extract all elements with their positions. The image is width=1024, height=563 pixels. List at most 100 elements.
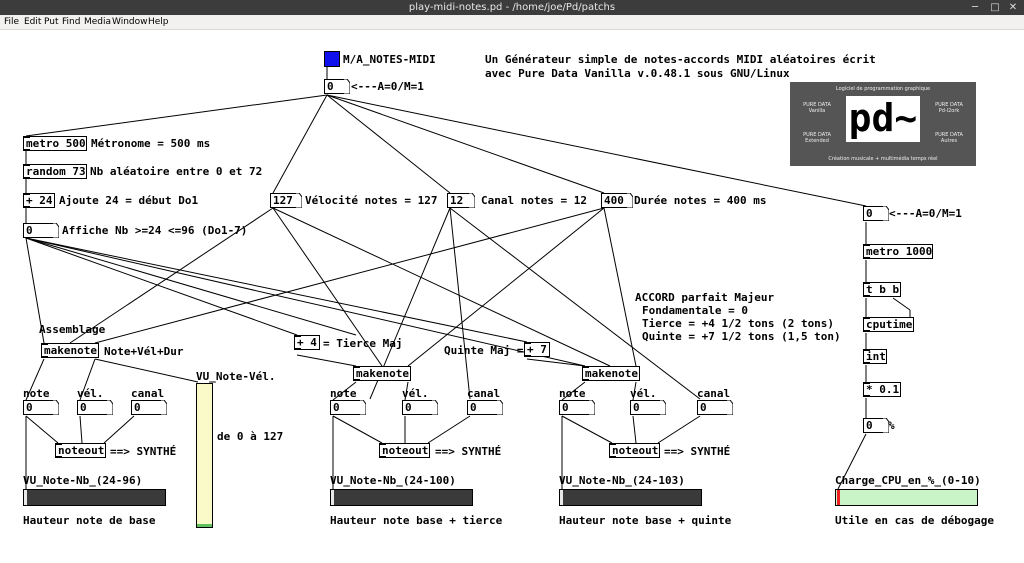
description-line-2: avec Pure Data Vanilla v.0.48.1 sous GNU… [485,67,790,80]
number-notch-icon [883,206,889,221]
cpu-toggle-number[interactable]: 0 [863,206,889,221]
noteout-3-object[interactable]: noteout [609,443,660,458]
vu-1-label: VU_Note-Nb_(24-96) [23,474,143,487]
canal-2-value: 0 [470,401,477,414]
menu-put[interactable]: Put [44,17,59,27]
note-1-value: 0 [26,401,33,414]
int-object[interactable]: int [863,349,887,364]
logo-left2: PURE DATA [803,132,831,138]
note-number-2[interactable]: 0 [330,400,366,415]
window-title: play-midi-notes.pd - /home/joe/Pd/patchs [408,2,616,13]
label-vel-3: vél. [630,387,657,400]
menu-help[interactable]: Help [148,17,169,27]
cputime-object[interactable]: cputime [863,317,914,332]
note-3-value: 0 [562,401,569,414]
caption-3: Hauteur note base + quinte [559,514,732,527]
logo-left1b: Vanilla [808,108,826,114]
channel-value: 12 [450,194,464,207]
maximize-icon[interactable]: □ [990,2,1000,13]
assemblage-comment: Assemblage [39,323,106,336]
channel-number-box[interactable]: 12 [447,193,475,208]
canal-number-1[interactable]: 0 [131,400,167,415]
quinte-comment: Quinte Maj = [444,344,524,357]
number-notch-icon [660,400,666,415]
noteout-1-object[interactable]: noteout [55,443,106,458]
times-01-object[interactable]: * 0.1 [863,382,901,397]
cpu-load-level [837,490,840,505]
pure-data-logo: Logiciel de programmation graphique PURE… [790,82,976,166]
number-notch-icon [469,193,475,208]
label-canal-1: canal [131,387,165,400]
metro-1000-object[interactable]: metro 1000 [863,244,933,259]
makenote-3-object[interactable]: makenote [582,366,640,381]
plus-24-comment: Ajoute 24 = début Do1 [59,194,199,207]
note-2-value: 0 [333,401,340,414]
makenote-2-object[interactable]: makenote [353,366,411,381]
description-line-1: Un Générateur simple de notes-accords MI… [485,53,876,66]
makenote-1-object[interactable]: makenote [41,343,99,358]
caption-1: Hauteur note de base [23,514,156,527]
noteout-2-object[interactable]: noteout [379,443,430,458]
plus-7-object[interactable]: + 7 [524,342,550,357]
cpu-load-bar[interactable] [835,489,978,506]
vel-2-value: 0 [405,401,412,414]
display-nb-comment: Affiche Nb >=24 <=96 (Do1-7) [62,224,248,237]
duration-number-box[interactable]: 400 [601,193,633,208]
velocity-number-box[interactable]: 127 [270,193,302,208]
toggle-notes-midi[interactable] [324,51,340,67]
canal-number-2[interactable]: 0 [467,400,503,415]
close-icon[interactable]: ✕ [1008,2,1018,13]
vu-velocity-level [197,524,212,527]
chord-title: ACCORD parfait Majeur [635,291,775,304]
vel-number-1[interactable]: 0 [77,400,113,415]
velocity-comment: Vélocité notes = 127 [305,194,438,207]
number-notch-icon [432,400,438,415]
logo-pd-mark: pd~ [846,96,920,142]
note-number-3[interactable]: 0 [559,400,595,415]
menu-media[interactable]: Media [84,17,112,27]
menu-find[interactable]: Find [62,17,81,27]
vel-1-value: 0 [80,401,87,414]
note-number-1[interactable]: 0 [23,400,59,415]
display-nb-box[interactable]: 0 [23,223,59,238]
plus-4-comment: = Tierce Maj [323,337,403,350]
patch-canvas[interactable]: M/A_NOTES-MIDI 0 <---A=0/M=1 Un Générate… [0,30,1024,563]
duration-value: 400 [604,194,624,207]
vel-number-3[interactable]: 0 [630,400,666,415]
minimize-icon[interactable]: ─ [971,2,979,13]
vu-velocity-range: de 0 à 127 [217,430,284,443]
trigger-bb-object[interactable]: t b b [863,282,901,297]
canal-number-3[interactable]: 0 [697,400,733,415]
toggle-label: M/A_NOTES-MIDI [343,53,436,66]
synth-comment-3: ==> SYNTHÉ [664,445,731,458]
canal-1-value: 0 [134,401,141,414]
chord-line-1: Fondamentale = 0 [642,304,748,317]
vu-note-3-bar[interactable] [559,489,702,506]
random-73-object[interactable]: random 73 [23,164,87,179]
vel-number-2[interactable]: 0 [402,400,438,415]
menu-file[interactable]: File [4,17,20,27]
channel-comment: Canal notes = 12 [481,194,587,207]
cpu-output-number[interactable]: 0 [863,418,889,433]
label-vel-2: vél. [402,387,429,400]
menu-edit[interactable]: Edit [24,17,42,27]
label-note-1: note [23,387,50,400]
canal-3-value: 0 [700,401,707,414]
metro-500-object[interactable]: metro 500 [23,136,87,151]
plus-24-object[interactable]: + 24 [23,193,55,208]
menu-window[interactable]: Window [112,17,148,27]
title-bar: play-midi-notes.pd - /home/joe/Pd/patchs… [0,0,1024,15]
vu-note-2-bar[interactable] [330,489,473,506]
vu-note-1-bar[interactable] [23,489,166,506]
cpu-caption: Utile en cas de débogage [835,514,994,527]
vu-note-1-level [24,490,27,505]
vu-velocity-meter[interactable] [196,383,213,528]
main-number-box[interactable]: 0 [324,79,350,94]
plus-4-object[interactable]: + 4 [294,335,320,350]
number-notch-icon [161,400,167,415]
number-notch-icon [883,418,889,433]
label-vel-1: vél. [77,387,104,400]
makenote-comment: Note+Vél+Dur [104,345,184,358]
cpu-toggle-value: 0 [866,207,873,220]
cpu-bar-label: Charge_CPU_en_%_(0-10) [835,474,981,487]
